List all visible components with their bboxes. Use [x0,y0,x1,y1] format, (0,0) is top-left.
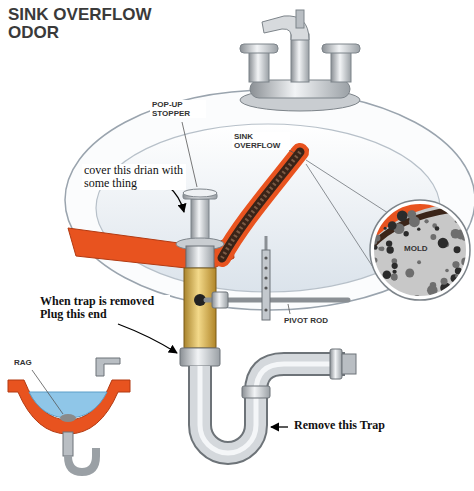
mold-ring [370,200,470,300]
mold-spot [460,280,466,286]
mold-spot [424,219,428,223]
mold-zoom [366,196,470,303]
mold-spot [383,271,392,280]
mold-spot [452,261,459,268]
mold-spot [386,246,393,253]
mold-spot [417,227,420,230]
mold-spot [392,263,398,269]
lift-knob [296,10,304,28]
clevis-hole [264,308,267,311]
leader-line [288,304,290,314]
mold-spot [438,238,448,248]
zoom-line [306,160,388,213]
mold-spot [417,260,421,264]
p-trap [200,364,345,453]
mold-spot [441,278,448,285]
trap-nut [242,386,270,398]
pivot-nut [212,292,228,308]
annotation-note: When trap is removed Plug this end [38,295,170,321]
mold-spot [454,246,461,253]
p-trap-highlight [200,364,345,453]
mold-spot [392,270,396,274]
mold-spot [430,234,436,240]
part-label: MOLD [402,244,430,253]
mold-spot [374,219,377,222]
note-arrow [271,426,288,427]
inset-faucet [96,358,120,376]
faucet-column [291,34,309,82]
drain-body [186,246,214,268]
mold-spot [402,215,405,218]
part-label: SINK OVERFLOW [232,132,290,150]
clevis-hole [264,276,267,279]
mold-spot [453,262,459,268]
annotation-note: cover this drian with some thing [82,164,186,190]
mold-spot [384,227,387,230]
mold-spot [386,240,392,246]
overflow-channel [222,152,300,258]
mold-spots [371,210,470,303]
faucet-handle-lever [240,44,278,53]
sink-cut-section [68,228,186,268]
clevis-hole [264,266,267,269]
faucet-deck [250,80,350,98]
faucet-handle-lever [322,44,360,53]
trap-nut [330,349,342,379]
mold-spot [407,210,416,219]
lift-rod [265,236,268,250]
inset-rag [60,414,76,422]
inset-trap [68,448,96,472]
inset-drain [63,432,73,456]
leader-line [289,150,294,153]
zoom-line [306,164,380,278]
note-arrow [118,324,177,353]
mold-ground [370,200,470,300]
part-label: POP-UP STOPPER [150,100,206,118]
mold-spot [388,221,397,230]
mold-spot [451,229,461,239]
mold-spot [391,274,398,281]
clevis-hole [264,256,267,259]
wall-pipe [342,354,356,374]
mold-spot [405,269,414,278]
annotation-note: Remove this Trap [292,419,387,432]
tailpiece [184,268,216,348]
stopper-cap-top [183,189,217,197]
faucet-handle [249,52,269,82]
mold-spot [380,246,385,251]
mold-spot [445,269,449,273]
clevis-hole [264,286,267,289]
overflow-channel-wall [222,152,300,258]
part-label: RAG [12,358,34,367]
faucet-handle [331,52,351,82]
p-trap-outline [200,364,345,453]
mold-spot [461,212,467,218]
mold-spot [435,226,440,231]
leader-line [32,370,63,414]
part-label: PIVOT ROD [282,316,330,325]
mold-ring [372,202,468,298]
mold-spot [397,211,408,222]
slip-nut [180,348,220,366]
mold-spot [403,231,408,236]
clevis-strap [262,250,270,320]
diagram-title: SINK OVERFLOW ODOR [8,6,158,43]
inset-sink [8,380,130,434]
overflow-channel-mold [222,152,300,258]
